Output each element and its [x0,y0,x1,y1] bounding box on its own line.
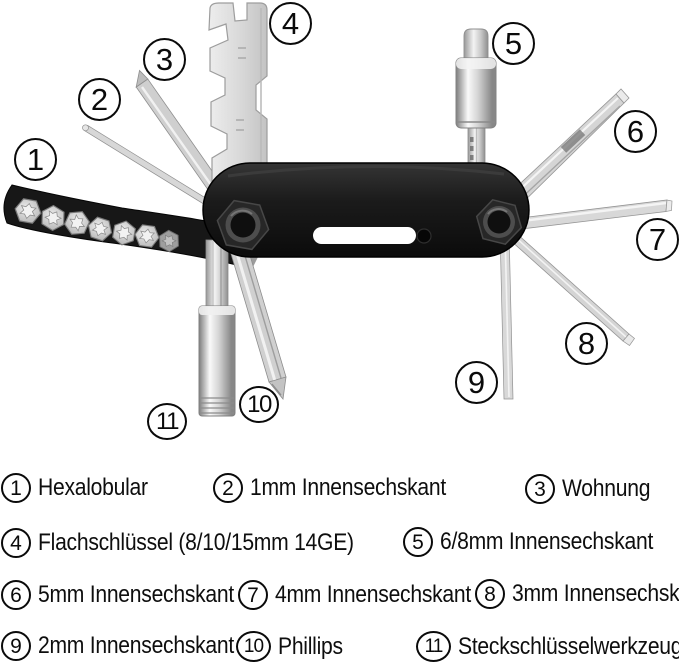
legend-item-5: 5 6/8mm Innensechskant [403,527,679,557]
legend-label-4: Flachschlüssel (8/10/15mm 14GE) [38,529,354,556]
legend-number-10: 10 [236,631,271,662]
callout-3-number: 3 [155,42,174,77]
callout-8: 8 [565,322,608,365]
callout-2: 2 [78,78,121,121]
pivot-bolt-right [475,198,523,246]
legend-label-2: 1mm Innensechskant [250,474,446,501]
socket-tool [198,239,236,417]
callout-11: 11 [147,403,187,440]
callout-4: 4 [269,2,312,45]
legend-label-5: 6/8mm Innensechskant [440,528,654,555]
sleeve-ribs [200,397,234,414]
callout-8-number: 8 [577,326,596,361]
legend-item-10: 10 Phillips [236,631,352,662]
callout-1-number: 1 [26,142,45,177]
torx-bit-dark [159,229,179,253]
legend-item-3: 3 Wohnung [525,474,662,504]
callout-9: 9 [455,361,498,404]
legend-number-9: 9 [1,631,31,661]
callout-3: 3 [143,38,186,81]
legend-label-7: 4mm Innensechskant [275,581,471,608]
legend-number-1: 1 [1,473,31,503]
callout-2-number: 2 [90,82,109,117]
legend-item-2: 2 1mm Innensechskant [213,473,473,503]
callout-9-number: 9 [467,365,486,400]
callout-5: 5 [492,22,535,65]
body-hole [416,228,432,244]
callout-10: 10 [239,386,279,423]
legend-number-11: 11 [416,631,451,662]
callout-10-number: 10 [247,390,272,418]
body-slot [313,227,416,244]
callout-1: 1 [14,138,57,181]
callout-7: 7 [636,218,679,261]
pivot-bolt-left [216,199,270,251]
callout-7-number: 7 [648,222,667,257]
legend-number-6: 6 [1,580,31,610]
legend-label-8: 3mm Innensechskant [512,580,679,607]
tool-body [202,162,530,258]
legend-item-7: 7 4mm Innensechskant [238,580,498,610]
phillips-screwdriver [228,241,287,400]
callout-6-number: 6 [626,114,645,149]
legend-label-1: Hexalobular [38,474,148,501]
legend-number-3: 3 [525,474,555,504]
callout-11-number: 11 [156,407,179,435]
legend-label-6: 5mm Innensechskant [38,581,234,608]
legend-label-9: 2mm Innensechskant [38,632,234,659]
legend-item-1: 1 Hexalobular [1,473,163,503]
legend-item-8: 8 3mm Innensechskant [475,579,679,609]
legend-number-8: 8 [475,579,505,609]
legend-item-4: 4 Flachschlüssel (8/10/15mm 14GE) [1,528,397,558]
legend-label-11: Steckschlüsselwerkzeuge [458,632,679,660]
legend-label-10: Phillips [278,632,343,660]
callout-5-number: 5 [504,26,523,61]
callout-6: 6 [614,110,657,153]
legend-item-6: 6 5mm Innensechskant [1,580,261,610]
legend-number-2: 2 [213,473,243,503]
legend-item-9: 9 2mm Innensechskant [1,631,261,661]
callout-4-number: 4 [281,6,300,41]
torx-bit-arm [3,184,255,269]
stamped-marks [470,137,474,160]
hex-key-3mm [499,223,635,346]
legend-item-11: 11 Steckschlüsselwerkzeuge [416,631,679,662]
legend-number-4: 4 [1,528,31,558]
hex-key-2mm [499,229,514,400]
legend-number-7: 7 [238,580,268,610]
legend-label-3: Wohnung [562,475,651,502]
legend-number-5: 5 [403,527,433,557]
